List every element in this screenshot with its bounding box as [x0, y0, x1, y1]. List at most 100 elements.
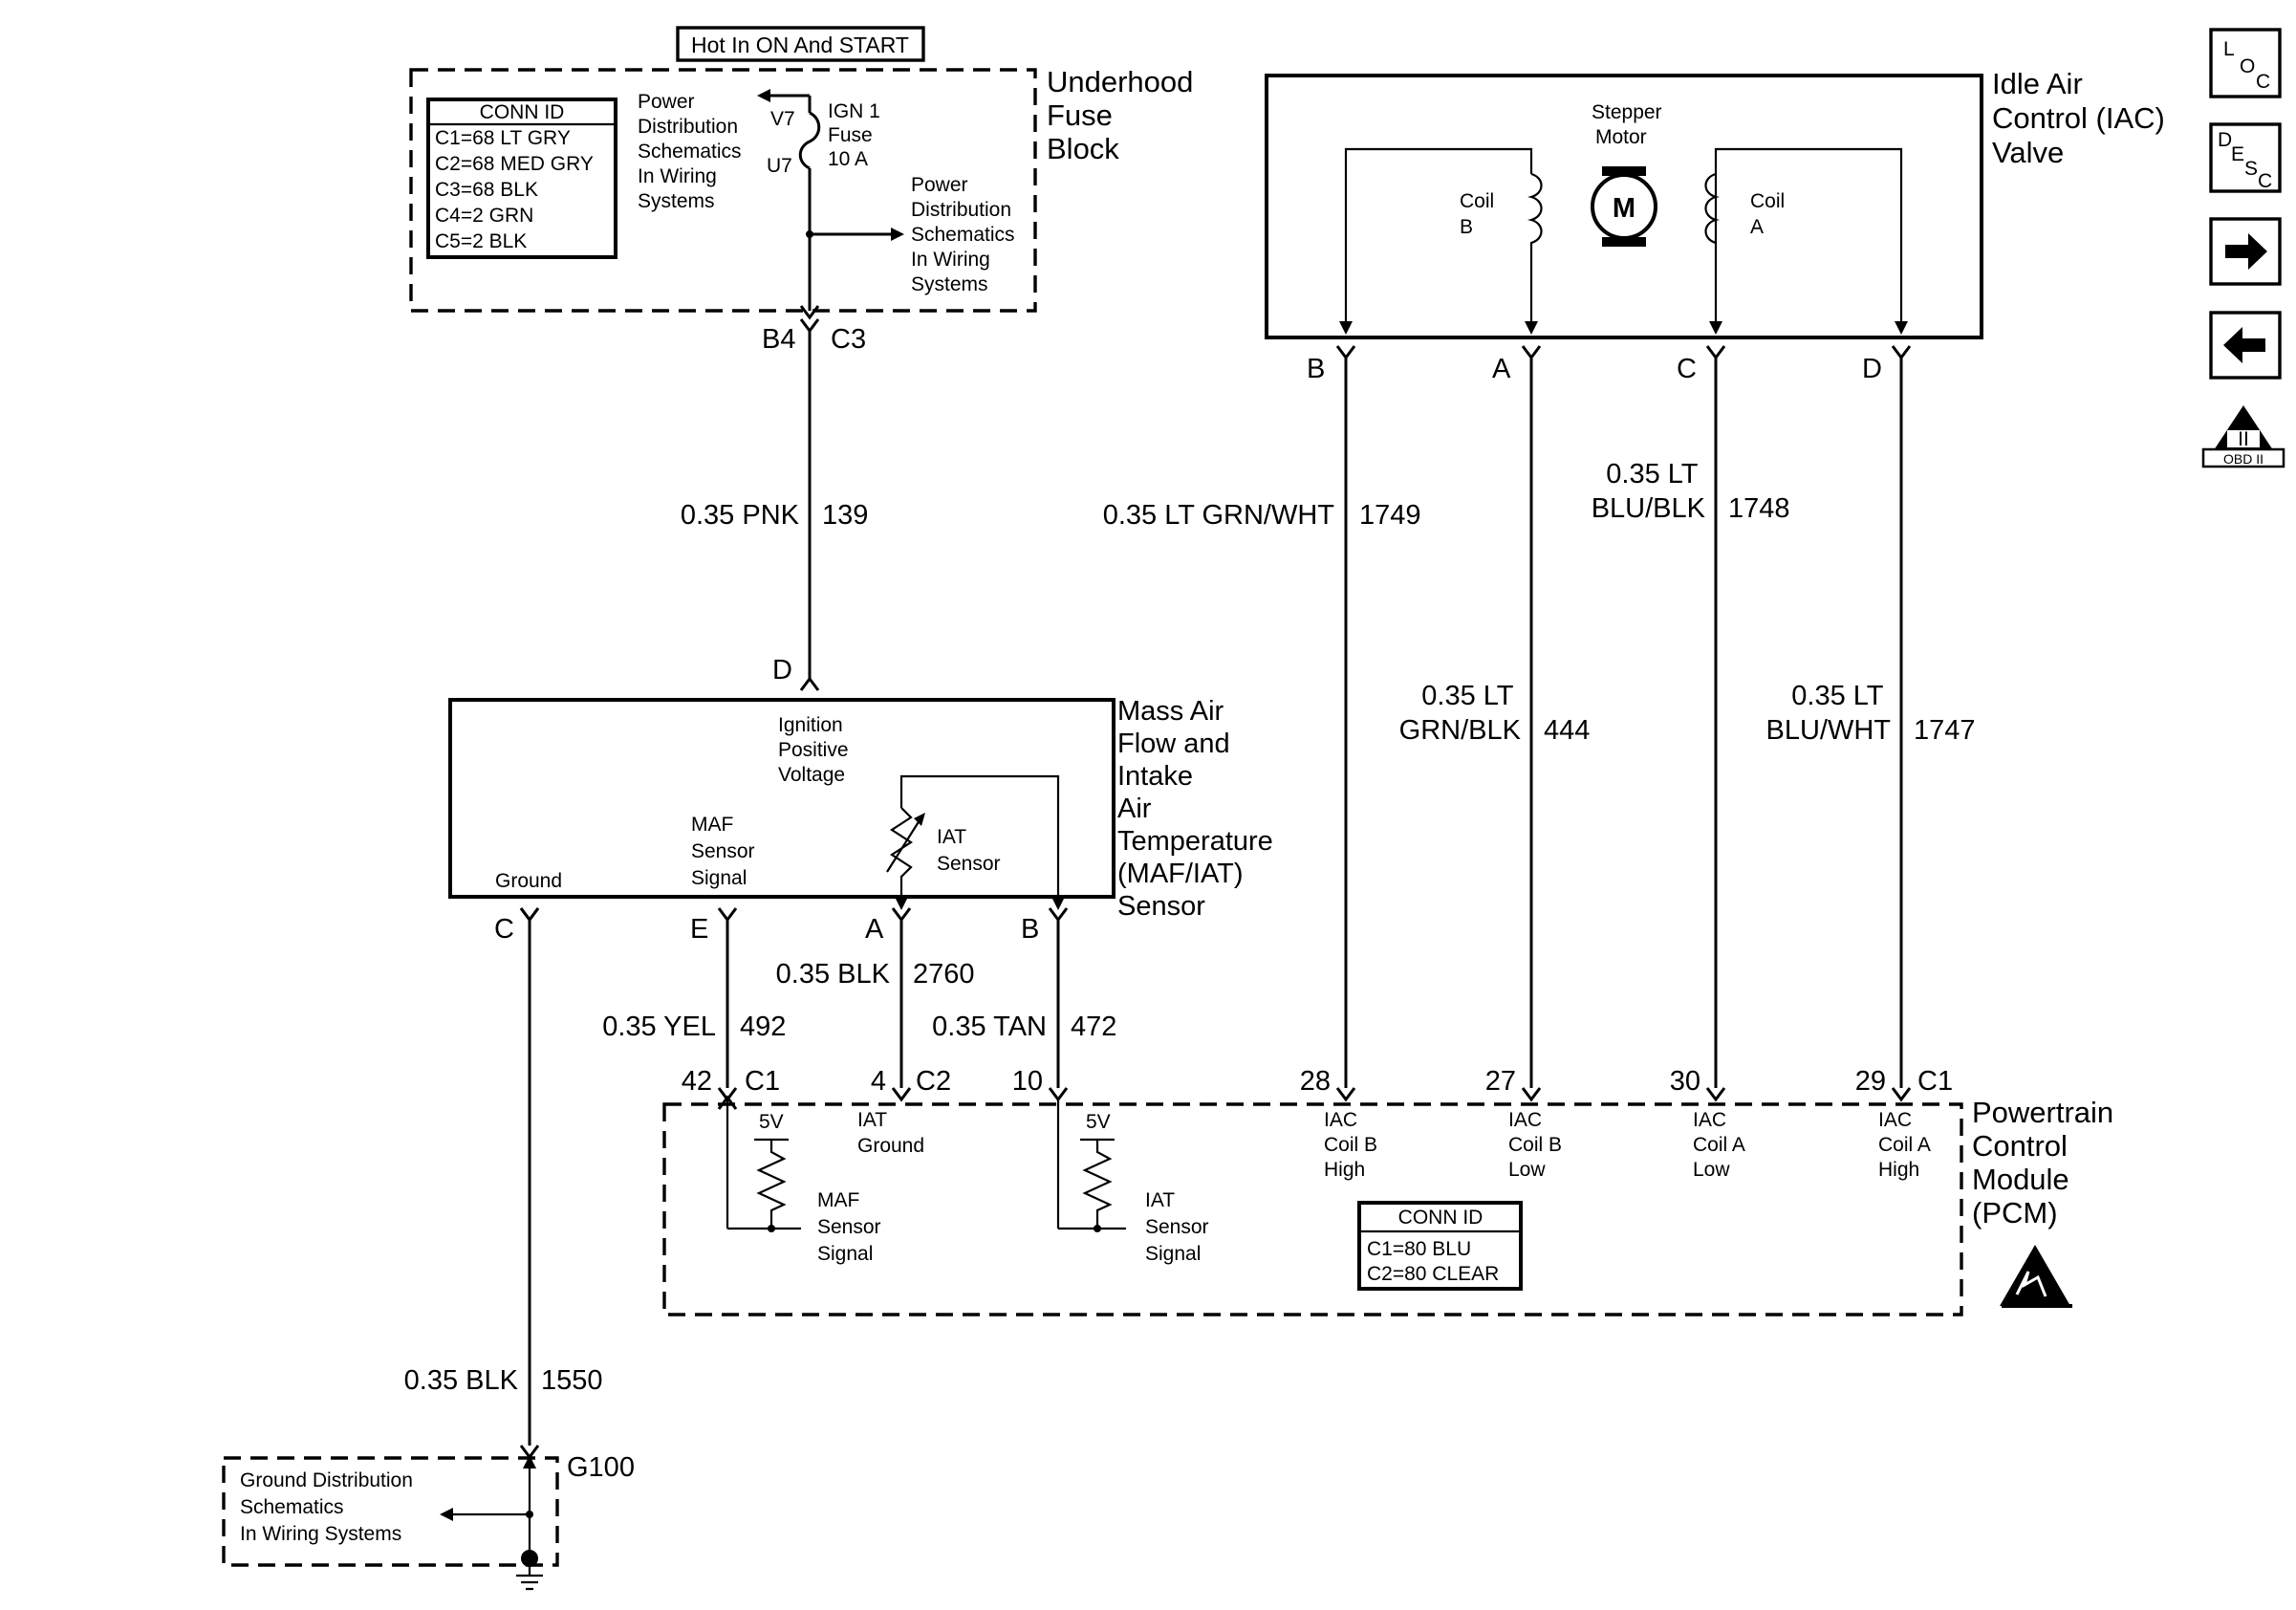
ground-g100: 0.35 BLK 1550 G100 Ground Distribution S…: [222, 907, 635, 1591]
svg-text:E: E: [2231, 143, 2244, 165]
pcm-pin-42: 42: [682, 1066, 712, 1097]
iac-pin-c: C: [1677, 354, 1697, 384]
pcm-iac-coil-a-high: IAC Coil A High: [1878, 1109, 1936, 1181]
maf-pin-e: E: [690, 914, 708, 945]
conn-id-header: CONN ID: [480, 101, 565, 123]
maf-iat-sensor: D Mass Air Flow and Intake Air Temperatu…: [448, 655, 1281, 945]
right-arrow-icon[interactable]: [2209, 217, 2282, 286]
ground-g100-label: G100: [567, 1452, 635, 1483]
ground-distribution-note: Ground Distribution Schematics In Wiring…: [240, 1469, 419, 1545]
pcm-conn-id-row: C1=80 BLU: [1367, 1238, 1471, 1260]
wire-1550-color: 0.35 BLK: [404, 1365, 519, 1396]
wire-1749-color: 0.35 LT GRN/WHT: [1103, 500, 1335, 531]
svg-text:OBD II: OBD II: [2223, 451, 2264, 467]
pcm-outline: [662, 1102, 1963, 1316]
wire-2760-circuit: 2760: [913, 959, 975, 990]
obd-ii-icon: II OBD II: [2201, 405, 2285, 468]
pcm-title: Powertrain Control Module (PCM): [1972, 1096, 2122, 1229]
power-out-arrow-icon: [891, 228, 904, 241]
pcm-iac-coil-a-low: IAC Coil A Low: [1693, 1109, 1750, 1181]
iat-thermistor-icon: [889, 807, 914, 903]
fuse-icon: [798, 111, 821, 170]
conn-id-row: C4=2 GRN: [435, 205, 533, 227]
wire-1749-circuit: 1749: [1359, 500, 1421, 531]
pcm-conn-id-row: C2=80 CLEAR: [1367, 1263, 1499, 1285]
power-distribution-note-left: Power Distribution Schematics In Wiring …: [638, 91, 747, 212]
wire-139-color: 0.35 PNK: [681, 500, 800, 531]
desc-icon[interactable]: D E S C: [2209, 122, 2282, 193]
pcm-conn-c1-left: C1: [745, 1066, 780, 1097]
pcm-iac-coil-b-high: IAC Coil B High: [1324, 1109, 1383, 1181]
conn-id-row: C5=2 BLK: [435, 230, 527, 252]
stepper-motor-icon: M: [1591, 166, 1657, 247]
wire-444-circuit: 444: [1544, 715, 1590, 746]
conn-id-row: C1=68 LT GRY: [435, 127, 571, 149]
pcm-maf-pullup-resistor-icon: [756, 1140, 787, 1229]
iac-valve-body: [1265, 74, 1983, 339]
iac-pin-a: A: [1492, 354, 1511, 384]
left-arrow-icon[interactable]: [2209, 311, 2282, 380]
pcm-pin-4: 4: [871, 1066, 886, 1097]
ground-distribution-box: [222, 1456, 559, 1567]
ground-splice-dot: [521, 1550, 538, 1567]
pcm-5v-maf: 5V: [759, 1111, 784, 1133]
coil-a-loop: [1714, 147, 1903, 327]
svg-text:S: S: [2244, 158, 2258, 180]
fuse-pin-u7: U7: [767, 155, 792, 177]
iat-loop-wire: [899, 774, 1060, 903]
maf-bottom-pins: C E A B: [494, 907, 1069, 945]
pcm-pin-29: 29: [1855, 1066, 1886, 1097]
pcm-pin-27: 27: [1485, 1066, 1516, 1097]
wire-492-circuit: 492: [740, 1012, 786, 1042]
pcm-5v-iat: 5V: [1086, 1111, 1111, 1133]
wire-472-circuit: 472: [1071, 1012, 1116, 1042]
pcm-maf-sensor-signal: MAF Sensor Signal: [817, 1189, 886, 1265]
iac-valve: Idle Air Control (IAC) Valve Stepper Mot…: [1265, 67, 2174, 384]
fuse-block-outline: [409, 68, 1037, 313]
pcm-conn-id-table: CONN ID C1=80 BLU C2=80 CLEAR: [1357, 1201, 1523, 1291]
fuse-pin-v7: V7: [770, 108, 795, 130]
pcm-conn-id-header: CONN ID: [1398, 1207, 1484, 1229]
svg-text:C: C: [2256, 71, 2270, 93]
pcm-pin-28: 28: [1300, 1066, 1331, 1097]
svg-text:II: II: [2238, 428, 2249, 450]
svg-text:M: M: [1613, 193, 1635, 224]
maf-sensor-signal-label: MAF Sensor Signal: [691, 814, 760, 889]
hot-in-header: Hot In ON And START: [691, 33, 909, 57]
maf-pin-d: D: [772, 655, 792, 685]
loc-icon[interactable]: L O C: [2209, 28, 2282, 98]
hot-in-header-box: [676, 26, 925, 62]
wire-2760-color: 0.35 BLK: [776, 959, 891, 990]
pcm: 42 C1 4 C2 10 28 27 30 29 C1 Powertrain …: [662, 1066, 2122, 1316]
pcm-pin-10: 10: [1012, 1066, 1043, 1097]
iac-valve-title: Idle Air Control (IAC) Valve: [1992, 67, 2174, 169]
coil-a-label: Coil A: [1750, 190, 1790, 238]
ground-symbol-icon: [516, 1567, 543, 1591]
wire-139-circuit: 139: [822, 500, 868, 531]
pcm-pin-30: 30: [1670, 1066, 1700, 1097]
side-icons: L O C D E S C II OBD II: [2201, 28, 2285, 468]
svg-text:O: O: [2240, 55, 2255, 77]
underhood-fuse-block: Hot In ON And START Underhood Fuse Block…: [409, 26, 1193, 355]
wire-1747-color: 0.35 LT BLU/WHT: [1766, 681, 1892, 746]
wire-1550-circuit: 1550: [541, 1365, 603, 1396]
stepper-motor-label: Stepper Motor: [1592, 101, 1667, 148]
esd-warning-icon: [2000, 1245, 2072, 1308]
pcm-iat-pullup-resistor-icon: [1082, 1140, 1113, 1229]
iat-sensor-label: IAT Sensor: [937, 826, 1001, 875]
connector-pin-b4: B4: [762, 324, 795, 355]
maf-pin-d-connector-icon: [799, 676, 820, 691]
svg-text:C: C: [2258, 170, 2272, 192]
pcm-conn-c1-right: C1: [1917, 1066, 1953, 1097]
pcm-iat-sensor-signal: IAT Sensor Signal: [1145, 1189, 1214, 1265]
pcm-conn-c2: C2: [916, 1066, 951, 1097]
power-distribution-note-right: Power Distribution Schematics In Wiring …: [911, 174, 1020, 295]
maf-sensor-title: Mass Air Flow and Intake Air Temperature…: [1117, 696, 1281, 922]
coil-a-icon: [1704, 172, 1720, 245]
wire-1747-circuit: 1747: [1914, 715, 1976, 746]
coil-b-loop: [1344, 147, 1533, 327]
maf-pin-c: C: [494, 914, 514, 945]
maf-sensor-body: [448, 698, 1116, 899]
svg-text:L: L: [2223, 38, 2235, 60]
